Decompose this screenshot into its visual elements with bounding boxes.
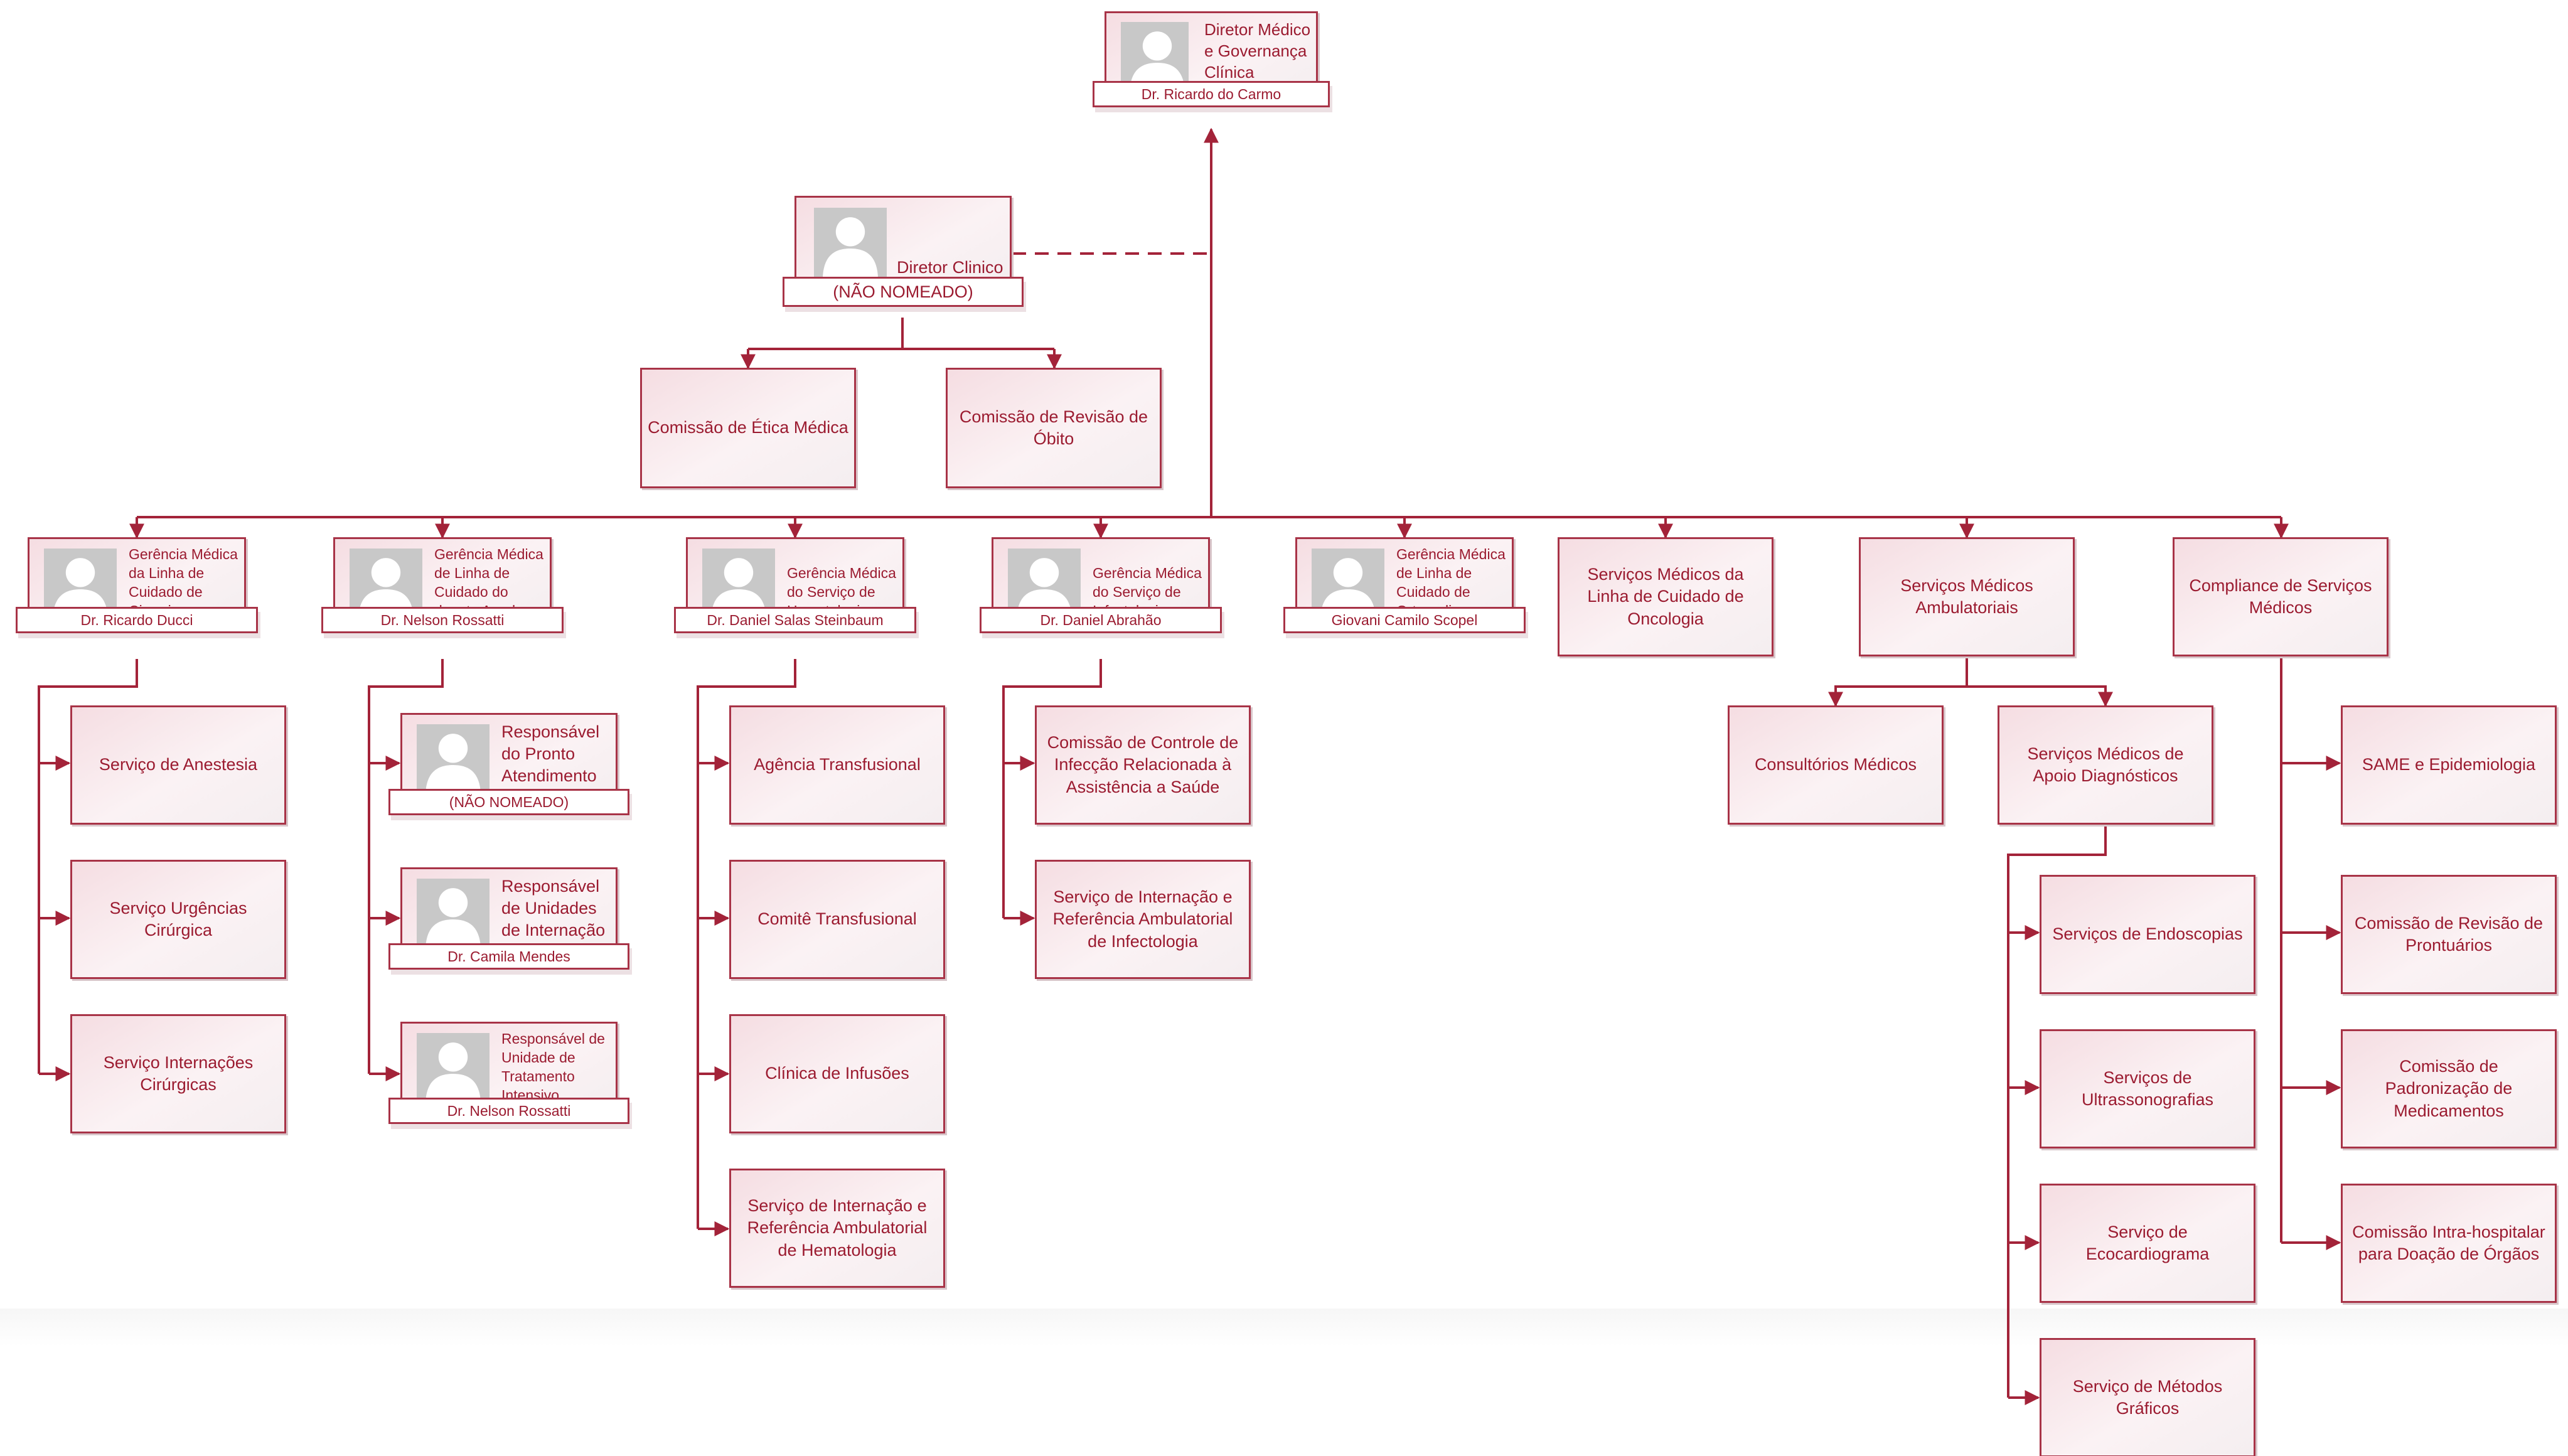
diagnostic-service-box[interactable]: Serviços de Endoscopias	[2040, 875, 2255, 994]
person-placeholder-icon	[417, 879, 490, 951]
person-placeholder-icon	[417, 1033, 490, 1106]
acute-spine	[368, 659, 444, 1074]
acute-role-name: Dr. Nelson Rossatti	[388, 1098, 629, 1124]
manager-card[interactable]: Gerência Médica do Serviço de Infectolog…	[980, 537, 1222, 633]
hematology-spine	[697, 659, 796, 1229]
director-name: Dr. Ricardo do Carmo	[1093, 81, 1330, 107]
diagnostic-spine	[2007, 825, 2107, 1398]
committee-box[interactable]: Comissão de Revisão de Óbito	[946, 368, 1162, 488]
person-placeholder-icon	[1121, 22, 1189, 90]
infectology-service-box[interactable]: Comissão de Controle de Infecção Relacio…	[1035, 705, 1251, 825]
diagnostic-service-box[interactable]: Serviço de Ecocardiograma	[2040, 1184, 2255, 1303]
surgery-service-box[interactable]: Serviço de Anestesia	[70, 705, 286, 825]
manager-name: Dr. Daniel Abrahão	[980, 607, 1222, 633]
hematology-service-box[interactable]: Serviço de Internação e Referência Ambul…	[729, 1169, 945, 1288]
diagnostic-service-box[interactable]: Serviços de Ultrassonografias	[2040, 1029, 2255, 1148]
ambulatory-bus	[1834, 656, 2107, 705]
surgery-service-box[interactable]: Serviço Urgências Cirúrgica	[70, 860, 286, 979]
compliance-service-box[interactable]: Comissão de Revisão de Prontuários	[2341, 875, 2557, 994]
manager-name: Dr. Nelson Rossatti	[321, 607, 564, 633]
compliance-unit-box[interactable]: Compliance de Serviços Médicos	[2173, 537, 2389, 656]
director-card[interactable]: Diretor Médico e Governança Clínica Dr. …	[1093, 11, 1330, 107]
clinical-director-name: (NÃO NOMEADO)	[783, 277, 1024, 307]
manager-card[interactable]: Gerência Médica de Linha de Cuidado do d…	[321, 537, 564, 633]
manager-name: Dr. Daniel Salas Steinbaum	[674, 607, 916, 633]
manager-title: Gerência Médica da Linha de Cuidado de C…	[129, 546, 238, 619]
clinical-director-title: Diretor Clinico	[897, 258, 1003, 277]
acute-role-card[interactable]: Responsável do Pronto Atendimento (NÃO N…	[388, 713, 629, 815]
compliance-service-box[interactable]: Comissão Intra-hospitalar para Doação de…	[2341, 1184, 2557, 1303]
compliance-service-box[interactable]: SAME e Epidemiologia	[2341, 705, 2557, 825]
oncology-unit-box[interactable]: Serviços Médicos da Linha de Cuidado de …	[1558, 537, 1774, 656]
acute-role-title: Responsável de Unidade de Tratamento Int…	[501, 1030, 605, 1103]
manager-card[interactable]: Gerência Médica de Linha de Cuidado de O…	[1283, 537, 1526, 633]
manager-card[interactable]: Gerência Médica do Serviço de Hematologi…	[674, 537, 916, 633]
acute-role-card[interactable]: Responsável de Unidades de Internação Dr…	[388, 867, 629, 970]
acute-role-name: (NÃO NOMEADO)	[388, 789, 629, 815]
ambulatory-child-box[interactable]: Consultórios Médicos	[1728, 705, 1944, 825]
surgery-service-box[interactable]: Serviço Internações Cirúrgicas	[70, 1014, 286, 1133]
ambulatory-unit-box[interactable]: Serviços Médicos Ambulatoriais	[1859, 537, 2075, 656]
acute-role-title: Responsável do Pronto Atendimento	[501, 722, 600, 786]
ambulatory-child-box[interactable]: Serviços Médicos de Apoio Diagnósticos	[1998, 705, 2213, 825]
surgery-spine	[38, 659, 138, 1074]
acute-role-card[interactable]: Responsável de Unidade de Tratamento Int…	[388, 1022, 629, 1124]
compliance-service-box[interactable]: Comissão de Padronização de Medicamentos	[2341, 1029, 2557, 1148]
hematology-service-box[interactable]: Comitê Transfusional	[729, 860, 945, 979]
manager-name: Giovani Camilo Scopel	[1283, 607, 1526, 633]
clinical-bus	[748, 318, 1054, 350]
person-placeholder-icon	[417, 724, 490, 797]
infectology-spine	[1002, 659, 1102, 918]
hematology-service-box[interactable]: Agência Transfusional	[729, 705, 945, 825]
clinical-director-card[interactable]: Diretor Clinico (NÃO NOMEADO)	[783, 196, 1024, 307]
committee-box[interactable]: Comissão de Ética Médica	[640, 368, 856, 488]
diagnostic-service-box[interactable]: Serviço de Métodos Gráficos	[2040, 1338, 2255, 1456]
director-title: Diretor Médico e Governança Clínica	[1204, 20, 1311, 82]
person-placeholder-icon	[814, 208, 887, 281]
infectology-service-box[interactable]: Serviço de Internação e Referência Ambul…	[1035, 860, 1251, 979]
hematology-service-box[interactable]: Clínica de Infusões	[729, 1014, 945, 1133]
manager-card[interactable]: Gerência Médica da Linha de Cuidado de C…	[16, 537, 258, 633]
acute-role-title: Responsável de Unidades de Internação	[501, 877, 606, 940]
manager-name: Dr. Ricardo Ducci	[16, 607, 258, 633]
acute-role-name: Dr. Camila Mendes	[388, 943, 629, 970]
